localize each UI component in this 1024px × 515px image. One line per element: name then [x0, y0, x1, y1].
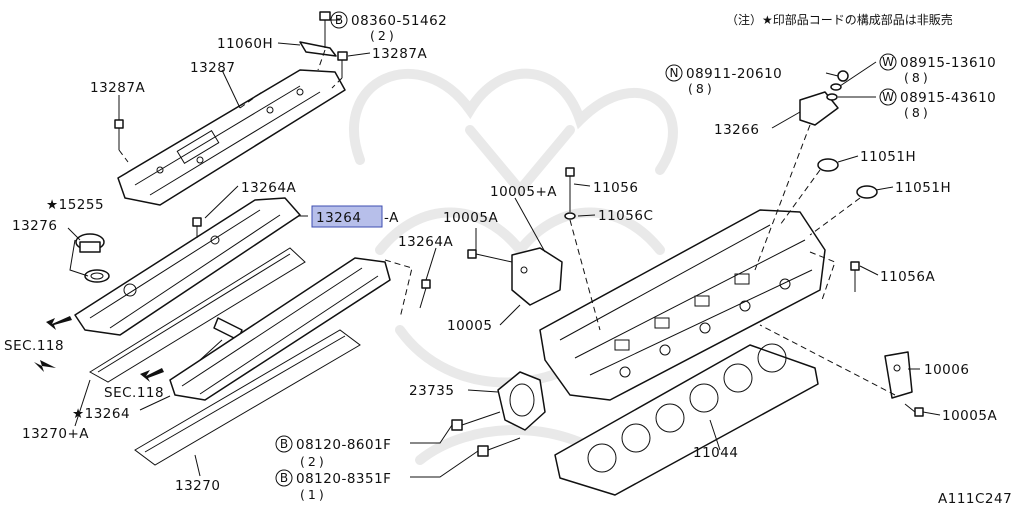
label-13264a-1[interactable]: 13264A [241, 180, 296, 196]
rocker-cover-finisher[interactable] [117, 69, 346, 206]
qty-08915-43610: (8) [904, 105, 931, 120]
diagram-code: A111C247 [938, 491, 1012, 507]
label-11051h-2[interactable]: 11051H [895, 180, 951, 196]
label-08915-43610[interactable]: 08915-43610 [900, 90, 996, 106]
arrow-sec-118-left [34, 360, 56, 372]
bolt-13287a-top[interactable] [337, 51, 348, 78]
bracket-11060h[interactable] [299, 41, 337, 57]
label-08915-13610[interactable]: 08915-13610 [900, 55, 996, 71]
label-23735[interactable]: 23735 [409, 383, 454, 399]
label-11044[interactable]: 11044 [693, 445, 738, 461]
label-sec-118-left[interactable]: SEC.118 [4, 338, 64, 354]
circle-prefix-w-08915-43610: W [879, 88, 897, 106]
oil-filler-cap-15255[interactable] [75, 233, 105, 253]
label-13264-highlighted[interactable]: 13264 [316, 210, 361, 226]
svg-text:W: W [882, 90, 894, 104]
label-13266[interactable]: 13266 [714, 122, 759, 138]
label-13287[interactable]: 13287 [190, 60, 235, 76]
label-11056a[interactable]: 11056A [880, 269, 935, 285]
label-11056[interactable]: 11056 [593, 180, 638, 196]
arrow-sec-118-upper [46, 316, 72, 330]
gasket-13270[interactable] [134, 329, 361, 466]
engine-slinger-10005[interactable] [511, 247, 563, 306]
washer-08915-43610[interactable] [826, 93, 838, 101]
bolt-10005a[interactable] [467, 249, 513, 263]
label-15255[interactable]: ★15255 [46, 197, 104, 213]
seal-13276[interactable] [84, 269, 110, 283]
label-08120-8601f[interactable]: 08120-8601F [296, 437, 391, 453]
label-10005a-1[interactable]: 10005A [443, 210, 498, 226]
label-13270a[interactable]: 13270+A [22, 426, 89, 442]
label-13270[interactable]: 13270 [175, 478, 220, 494]
water-outlet-23735[interactable] [497, 371, 546, 431]
qty-08360: (2) [370, 28, 397, 43]
circle-prefix-n-08911: N [665, 64, 683, 82]
rocker-cover-13264a[interactable] [74, 197, 301, 336]
gasket-13270a[interactable] [89, 247, 306, 383]
label-13264-star[interactable]: ★13264 [72, 406, 130, 422]
label-11051h-1[interactable]: 11051H [860, 149, 916, 165]
label-11060h[interactable]: 11060H [217, 36, 273, 52]
label-13276[interactable]: 13276 [12, 218, 57, 234]
bracket-13266[interactable] [799, 91, 839, 126]
leader-lines [67, 19, 941, 478]
label-08120-8351f[interactable]: 08120-8351F [296, 471, 391, 487]
arrow-sec-118-lower [140, 368, 164, 382]
rocker-cover-13264[interactable] [169, 257, 391, 401]
label-13264a-2[interactable]: 13264A [398, 234, 453, 250]
highlight-box [311, 205, 383, 228]
label-10005[interactable]: 10005 [447, 318, 492, 334]
bolt-08360[interactable] [319, 11, 331, 48]
label-13287a-top[interactable]: 13287A [372, 46, 427, 62]
bolt-13264a-left[interactable] [192, 217, 202, 238]
label-sec-118-lower[interactable]: SEC.118 [104, 385, 164, 401]
svg-text:W: W [882, 55, 894, 69]
circle-prefix-b-08120-8351f: B [275, 469, 293, 487]
washer-08915-13610[interactable] [830, 83, 842, 91]
svg-text:N: N [670, 66, 679, 80]
note-non-sale: （注）★印部品コードの構成部品は非販売 [726, 12, 953, 27]
bolt-13287a-left[interactable] [114, 119, 124, 150]
head-gasket-11044[interactable] [554, 343, 819, 496]
qty-08120-8351f: (1) [300, 487, 327, 502]
bolt-11056[interactable] [565, 167, 575, 212]
cylinder-head-11040[interactable] [539, 209, 826, 401]
label-11056c[interactable]: 11056C [598, 208, 653, 224]
label-13264-suffix: -A [384, 210, 399, 226]
bolt-13264a[interactable] [419, 279, 431, 309]
bolt-10005a-rear[interactable] [904, 403, 924, 417]
engine-slinger-10006[interactable] [884, 351, 913, 399]
plug-11051h-lower[interactable] [856, 185, 878, 199]
qty-08120-8601f: (2) [300, 454, 327, 469]
plug-11051h-upper[interactable] [817, 158, 839, 172]
nut-08911[interactable] [837, 70, 849, 82]
svg-text:B: B [280, 471, 288, 485]
label-13287a-left[interactable]: 13287A [90, 80, 145, 96]
label-08360-51462[interactable]: 08360-51462 [351, 13, 447, 29]
svg-text:B: B [335, 13, 343, 27]
label-10005a-plus[interactable]: 10005+A [490, 184, 557, 200]
circle-prefix-w-08915-13610: W [879, 53, 897, 71]
label-10005a-2[interactable]: 10005A [942, 408, 997, 424]
circle-prefix-b-08360: B [330, 11, 348, 29]
qty-08915-13610: (8) [904, 70, 931, 85]
washer-11056c[interactable] [564, 212, 576, 220]
bolt-11056a[interactable] [850, 261, 860, 292]
qty-08911: (8) [688, 81, 715, 96]
circle-prefix-b-08120-8601f: B [275, 435, 293, 453]
label-10006[interactable]: 10006 [924, 362, 969, 378]
bolt-08120-8351f[interactable] [477, 437, 521, 457]
label-08911-20610[interactable]: 08911-20610 [686, 66, 782, 82]
svg-text:B: B [280, 437, 288, 451]
